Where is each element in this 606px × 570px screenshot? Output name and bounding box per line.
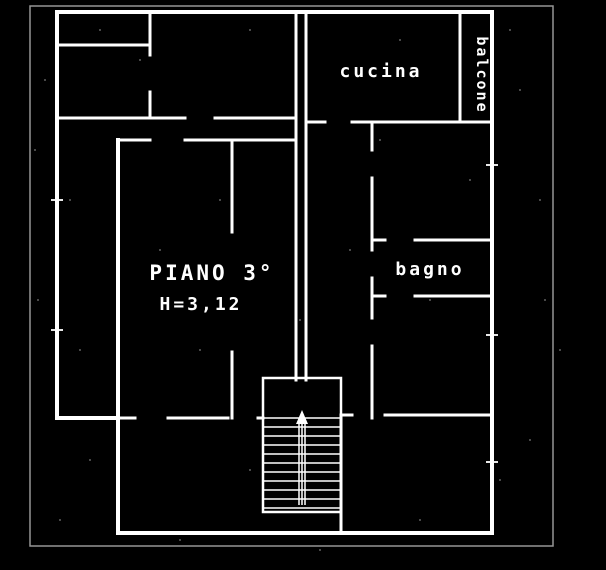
staircase-enclosure — [261, 376, 343, 514]
label-floor-number: PIANO 3° — [149, 261, 274, 285]
exterior-walls — [55, 10, 494, 535]
label-bagno: bagno — [395, 259, 464, 280]
staircase — [261, 376, 343, 514]
interior-walls — [55, 10, 494, 535]
room-labels: cucina balcone bagno PIANO 3° H=3,12 — [149, 36, 491, 315]
noise-speckles — [34, 29, 561, 551]
label-ceiling-height: H=3,12 — [159, 294, 242, 315]
border-frame — [29, 5, 554, 547]
staircase-stringer — [298, 418, 306, 505]
label-balcone: balcone — [473, 36, 491, 113]
staircase-direction-arrow-icon — [296, 410, 308, 424]
label-cucina: cucina — [339, 61, 422, 82]
wall-ticks — [51, 164, 498, 463]
